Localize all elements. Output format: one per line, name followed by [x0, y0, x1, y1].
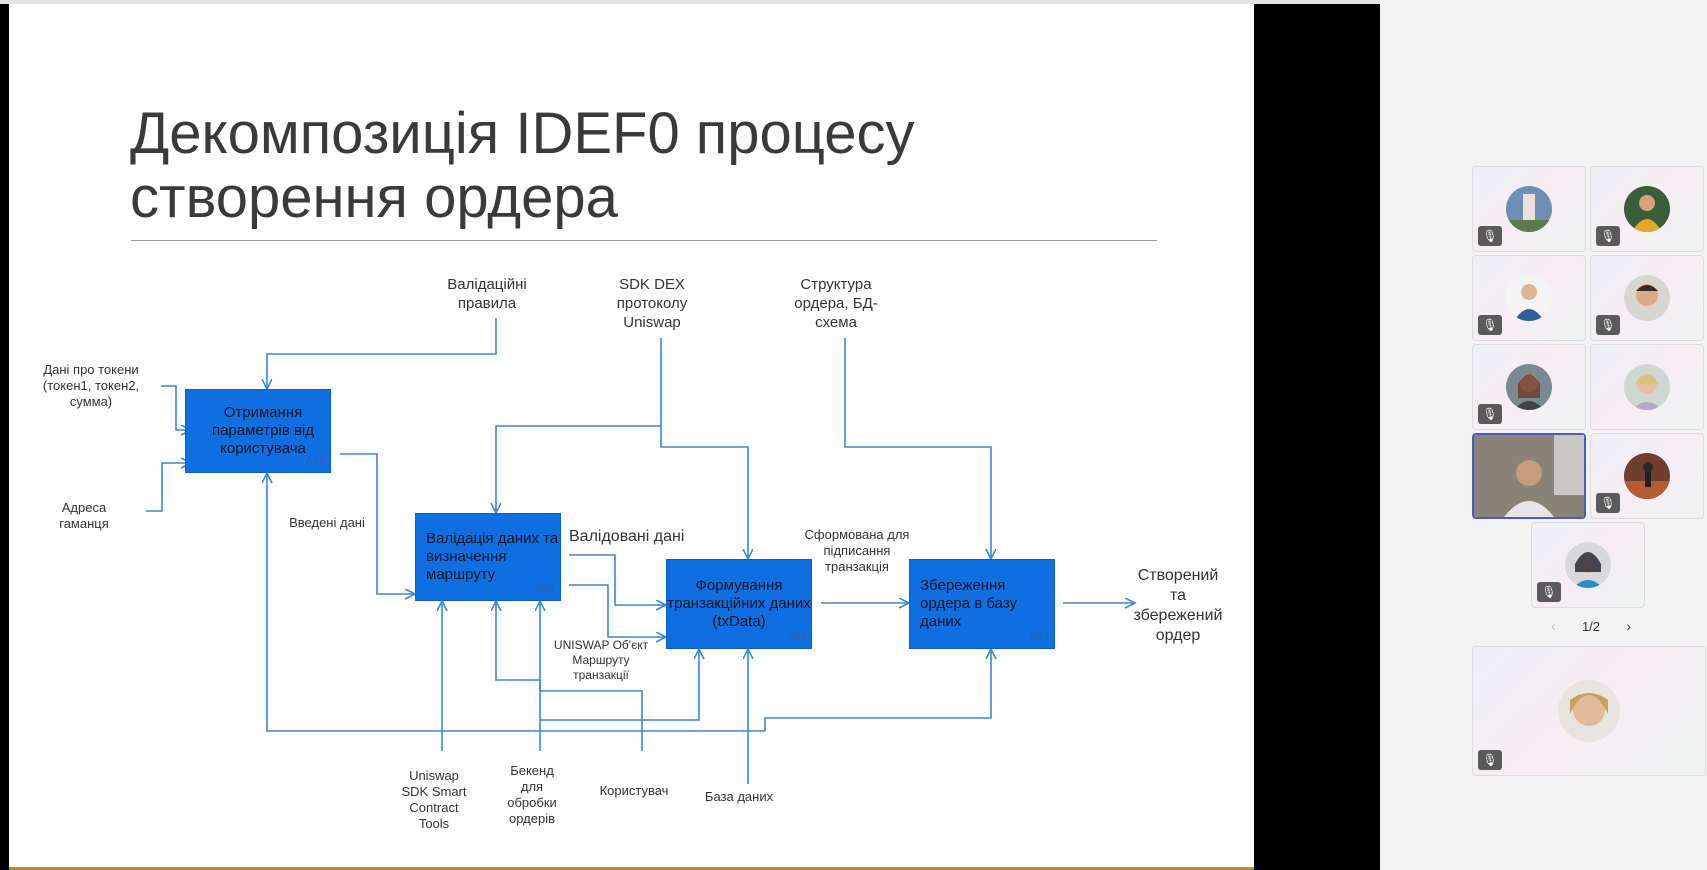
mic-muted-icon: 🎙: [1478, 315, 1502, 335]
shared-screen-area: Декомпозиція IDEF0 процесу створення орд…: [0, 4, 1380, 870]
control-validation-rules: Валідаційні правила: [447, 276, 527, 312]
box-a03-label: Формування транзакційних даних (txData): [667, 577, 811, 630]
control-sdk-dex: SDK DEX протоколу Uniswap: [616, 276, 688, 331]
box-a02-label: Валідація даних та визначення маршруту: [426, 530, 559, 583]
arrow-mech-backend-a04: [764, 649, 991, 731]
mic-muted-icon: 🎙: [1596, 226, 1620, 246]
arrow-feedback: [267, 473, 540, 732]
flow-entered-data: Введені дані: [289, 515, 365, 530]
avatar: [1506, 186, 1552, 232]
box-a03-id: A03: [786, 631, 806, 643]
participant-tile-self[interactable]: 🎙: [1472, 646, 1706, 776]
idef0-diagram: [146, 318, 1254, 784]
mic-muted-icon: 🎙: [1596, 315, 1620, 335]
arrow-sdk-to-a03: [660, 426, 748, 559]
flow-validated-data: Валідовані дані: [569, 528, 685, 545]
mechanism-uniswap-sdk: Uniswap SDK Smart Contract Tools: [401, 768, 467, 831]
avatar: [1624, 186, 1670, 232]
mic-muted-icon: 🎙: [1596, 493, 1620, 513]
arrow-mech-backend-a02: [496, 601, 541, 751]
avatar: [1506, 275, 1552, 321]
control-order-structure: Структура ордера, БД-схема: [794, 276, 878, 331]
pager-label: 1/2: [1581, 618, 1601, 634]
participant-tile[interactable]: 🎙: [1472, 344, 1586, 430]
avatar: [1624, 275, 1670, 321]
box-a02: Валідація даних та визначення маршруту A…: [415, 513, 561, 601]
box-a01-id: A01: [305, 455, 325, 467]
participant-tile[interactable]: 🎙: [1590, 433, 1704, 519]
participant-tile[interactable]: 🎙: [1472, 166, 1586, 252]
mic-muted-icon: 🎙: [1478, 404, 1502, 424]
mechanism-backend: Бекенд для обробки ордерів: [507, 763, 557, 826]
arrow-mech-backend-a03: [540, 649, 699, 721]
arrow-wallet: [146, 463, 191, 512]
slide-title: Декомпозиція IDEF0 процесу створення орд…: [130, 102, 915, 230]
mic-muted-icon: 🎙: [1478, 750, 1502, 770]
avatar: [1558, 680, 1620, 742]
arrow-order-structure: [844, 338, 991, 559]
mechanism-user: Користувач: [599, 783, 669, 798]
flow-formed-transaction: Сформована для підписання транзакція: [804, 527, 910, 574]
box-a01-label: Отримання параметрів від користувача: [211, 404, 315, 457]
mic-muted-icon: 🎙: [1537, 582, 1561, 602]
avatar: [1565, 542, 1611, 588]
pager-next-icon[interactable]: ›: [1626, 618, 1631, 634]
presentation-slide: Декомпозиція IDEF0 процесу створення орд…: [9, 4, 1254, 870]
participant-tile[interactable]: 🎙: [1531, 522, 1645, 608]
box-a02-id: A02: [535, 583, 555, 595]
arrow-entered-data: [340, 453, 415, 594]
participant-tile[interactable]: [1590, 344, 1704, 430]
mic-muted-icon: 🎙: [1478, 226, 1502, 246]
top-bar: [0, 0, 1707, 4]
box-a01: Отримання параметрів від користувача A01: [185, 389, 331, 473]
participants-pager: ‹ 1/2 ›: [1551, 616, 1631, 636]
avatar: [1624, 364, 1670, 410]
box-a04-label: Збереження ордера в базу даних: [920, 577, 1018, 630]
arrow-uniswap-object: [569, 584, 666, 637]
box-a03: Формування транзакційних даних (txData) …: [666, 559, 812, 649]
arrow-token-data: [161, 385, 191, 430]
pager-prev-icon[interactable]: ‹: [1551, 618, 1556, 634]
avatar: [1474, 435, 1584, 517]
participants-panel: 🎙 🎙 🎙 🎙 🎙 🎙 🎙: [1380, 0, 1707, 870]
box-a04: Збереження ордера в базу даних A04: [909, 559, 1055, 649]
output-created-order: Створений та збережений ордер: [1133, 567, 1223, 644]
input-token-data: Дані про токени (токен1, токен2, сумма): [42, 362, 140, 409]
avatar: [1506, 364, 1552, 410]
slide-title-line2: створення ордера: [130, 165, 618, 230]
participant-tile[interactable]: 🎙: [1590, 166, 1704, 252]
arrow-sdk-to-a02: [496, 338, 662, 513]
box-a04-id: A04: [1029, 631, 1049, 643]
slide-bottom-bar: [9, 867, 1254, 870]
slide-title-line1: Декомпозиція IDEF0 процесу: [130, 101, 915, 166]
mechanism-database: База даних: [704, 789, 774, 804]
participant-tile-active[interactable]: [1472, 433, 1586, 519]
arrow-mech-user: [540, 601, 643, 751]
arrow-validated-data: [569, 554, 666, 605]
input-wallet-address: Адреса гаманця: [59, 500, 109, 531]
arrow-validation-rules: [267, 318, 497, 389]
title-divider: [131, 240, 1157, 241]
participant-tile[interactable]: 🎙: [1472, 255, 1586, 341]
flow-uniswap-object: UNISWAP Об'єкт Маршруту транзакції: [553, 638, 649, 682]
avatar: [1624, 453, 1670, 499]
participant-tile[interactable]: 🎙: [1590, 255, 1704, 341]
